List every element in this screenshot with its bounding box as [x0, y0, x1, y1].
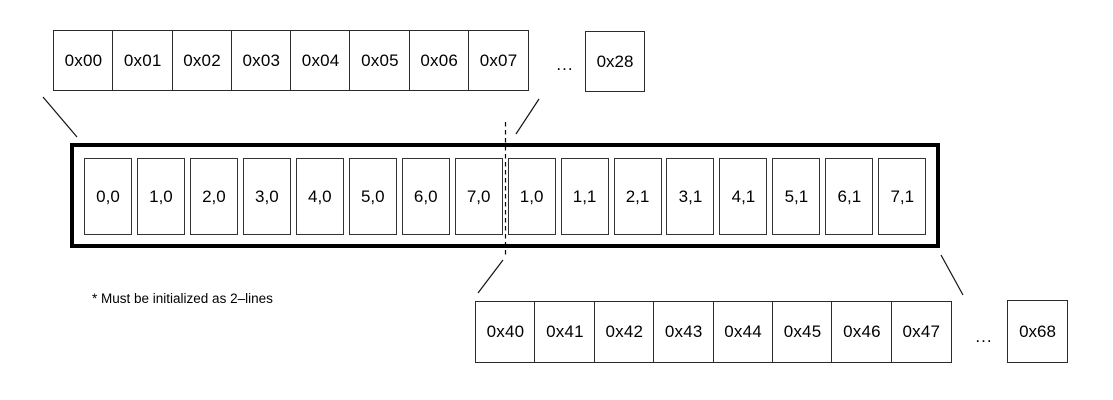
top-ellipsis: ...	[556, 55, 574, 74]
buffer-cell: 6,0	[401, 158, 450, 235]
top-address-cell: 0x02	[171, 30, 233, 91]
buffer-cell: 3,1	[666, 158, 715, 235]
bottom-address-cell: 0x45	[772, 301, 834, 363]
top-address-cell: 0x05	[349, 30, 411, 91]
buffer-cell: 4,0	[295, 158, 344, 235]
buffer-cell: 7,0	[454, 158, 503, 235]
bottom-address-cell: 0x46	[831, 301, 893, 363]
buffer-cell: 0,0	[84, 158, 132, 235]
top-address-cell: 0x04	[290, 30, 352, 91]
buffer-cell: 3,0	[242, 158, 291, 235]
connector-top-left-line	[42, 96, 78, 138]
top-address-cell: 0x01	[112, 30, 174, 91]
bottom-address-cell: 0x41	[534, 301, 596, 363]
buffer-cell: 1,0	[507, 158, 556, 235]
buffer-cell: 4,1	[719, 158, 768, 235]
connector-top-right-line	[515, 98, 540, 135]
top-last-address-cell: 0x28	[585, 31, 645, 92]
connector-bottom-right-line	[940, 254, 964, 296]
top-address-cell: 0x07	[468, 30, 529, 91]
buffer-cell: 2,1	[613, 158, 662, 235]
buffer-cell: 1,1	[560, 158, 609, 235]
top-address-cell: 0x03	[230, 30, 292, 91]
bottom-address-cell: 0x42	[593, 301, 655, 363]
bottom-ellipsis: ...	[975, 327, 993, 346]
buffer-cell: 7,1	[878, 158, 927, 235]
buffer-cell: 6,1	[825, 158, 874, 235]
bottom-address-cell: 0x40	[475, 301, 536, 363]
init-note: * Must be initialized as 2–lines	[92, 291, 273, 306]
connector-bottom-left-line	[477, 259, 504, 294]
top-address-cell: 0x00	[53, 30, 114, 91]
buffer-cell: 2,0	[189, 158, 238, 235]
bottom-address-cell: 0x43	[653, 301, 715, 363]
bottom-last-address-cell: 0x68	[1007, 300, 1068, 363]
top-address-cell: 0x06	[408, 30, 470, 91]
buffer-cell: 5,1	[772, 158, 821, 235]
buffer-cell: 5,0	[348, 158, 397, 235]
buffer-cell: 1,0	[136, 158, 185, 235]
bottom-address-cell: 0x47	[890, 301, 952, 363]
bottom-address-cell: 0x44	[712, 301, 774, 363]
